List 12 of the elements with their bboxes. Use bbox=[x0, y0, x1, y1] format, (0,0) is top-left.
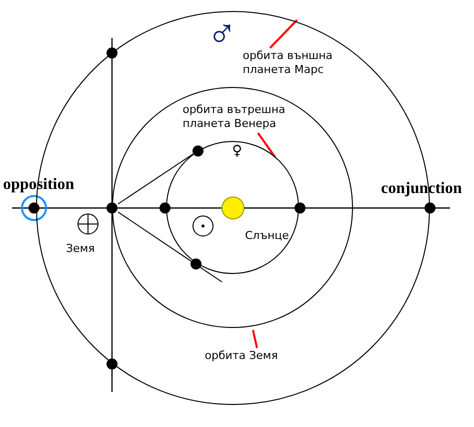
earth-label: Земя bbox=[66, 242, 95, 256]
leader-line bbox=[257, 132, 276, 158]
mars-symbol: ♂ bbox=[207, 14, 237, 54]
venus-symbol: ♀ bbox=[232, 143, 242, 159]
orbit-label: орбита Земя bbox=[204, 348, 295, 363]
leader-line bbox=[269, 19, 298, 49]
leader-line bbox=[252, 330, 258, 348]
orbit-label: орбита вътрешна планета Венера bbox=[182, 102, 293, 131]
orbit-circle bbox=[166, 140, 300, 274]
sun-label: Слънце bbox=[245, 229, 289, 243]
orbit-circle bbox=[112, 86, 354, 328]
orbit-label: орбита външна планета Марс bbox=[242, 48, 353, 77]
